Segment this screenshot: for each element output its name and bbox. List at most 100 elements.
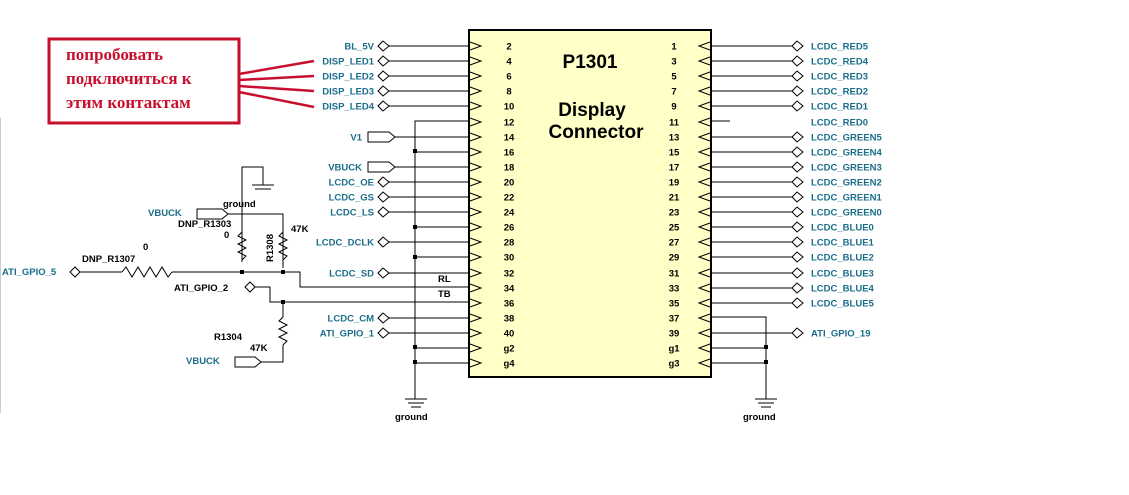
left-pin-arrow	[469, 41, 483, 51]
right-pin-number: 13	[669, 133, 680, 144]
left-net-label: LCDC_LS	[330, 208, 374, 219]
left-pin-number: 14	[504, 133, 515, 144]
left-pin-number: 30	[504, 253, 515, 264]
left-pin-arrow	[469, 101, 483, 111]
net-port	[791, 176, 804, 188]
r1308-value: 47K	[291, 224, 309, 235]
right-net-label: LCDC_BLUE2	[811, 253, 874, 264]
net-port	[377, 191, 390, 203]
left-pin-arrow	[469, 313, 483, 323]
net-port	[791, 206, 804, 218]
left-pin-number: 36	[504, 299, 515, 310]
left-pin-number: 40	[504, 329, 515, 340]
right-pin-number: 15	[669, 148, 680, 159]
net-port	[791, 297, 804, 309]
net-port	[791, 267, 804, 279]
right-pin-number: 31	[669, 269, 680, 280]
left-pin-group: 2BL_5V4DISP_LED16DISP_LED28DISP_LED310DI…	[316, 40, 515, 370]
left-pin-arrow	[469, 117, 483, 127]
ati-gpio-2-port	[244, 281, 256, 293]
ground-top-label: ground	[223, 199, 256, 210]
right-net-label: LCDC_BLUE4	[811, 284, 875, 295]
right-pin-number: 3	[671, 57, 676, 68]
left-pin-arrow	[469, 177, 483, 187]
right-pin-arrow	[697, 101, 711, 111]
dnp-r1307-label: DNP_R1307	[82, 254, 135, 265]
left-net-label: V1	[350, 133, 362, 144]
right-pin-number: 29	[669, 253, 680, 264]
left-pin-arrow	[469, 132, 483, 142]
ati-gpio-5-label: ATI_GPIO_5	[2, 267, 57, 278]
dnp-r1303-label: DNP_R1303	[178, 219, 231, 230]
net-port	[791, 161, 804, 173]
right-pin-number: 27	[669, 238, 680, 249]
left-pin-number: 8	[506, 87, 511, 98]
net-port	[377, 100, 390, 112]
left-pin-number: 24	[504, 208, 515, 219]
net-port	[377, 40, 390, 52]
note-line-3: этим контактам	[66, 93, 191, 112]
net-port	[377, 312, 390, 324]
vbuck-bottom-flag	[234, 356, 262, 368]
left-pin-arrow	[469, 222, 483, 232]
vbuck-top-flag	[196, 208, 229, 220]
right-pin-number: 7	[671, 87, 676, 98]
right-pin-number: g3	[668, 359, 679, 370]
r1303-value: 0	[224, 230, 229, 241]
net-port	[791, 236, 804, 248]
net-port	[377, 236, 390, 248]
net-port	[377, 176, 390, 188]
right-pin-number: 19	[669, 178, 680, 189]
right-pin-arrow	[697, 192, 711, 202]
ati-gpio-5-port	[69, 266, 81, 278]
net-port	[791, 100, 804, 112]
net-port	[791, 85, 804, 97]
right-net-label: LCDC_BLUE3	[811, 269, 874, 280]
net-port	[791, 282, 804, 294]
left-pin-number: 38	[504, 314, 515, 325]
right-pin-arrow	[697, 343, 711, 353]
left-net-label: LCDC_SD	[329, 269, 374, 280]
right-pin-arrow	[697, 41, 711, 51]
left-pin-number: 12	[504, 118, 515, 129]
net-port	[377, 327, 390, 339]
right-net-label: LCDC_BLUE0	[811, 223, 874, 234]
left-pin-arrow	[469, 268, 483, 278]
right-net-label: LCDC_GREEN4	[811, 148, 882, 159]
right-pin-number: g1	[668, 344, 680, 355]
right-net-label: LCDC_GREEN0	[811, 208, 882, 219]
right-net-label: LCDC_RED5	[811, 42, 869, 53]
right-pin-arrow	[697, 71, 711, 81]
r1307-zigzag	[121, 266, 173, 278]
connector-title-1: Display	[558, 100, 626, 121]
right-net-label: LCDC_GREEN2	[811, 178, 882, 189]
ati-gpio-2-label: ATI_GPIO_2	[174, 283, 228, 294]
right-pin-arrow	[697, 328, 711, 338]
connector-title-2: Connector	[549, 122, 645, 143]
vbuck-bottom-label: VBUCK	[186, 356, 220, 367]
left-pin-number: 10	[504, 102, 515, 113]
right-net-label: LCDC_RED2	[811, 87, 868, 98]
left-pin-arrow	[469, 56, 483, 66]
left-net-label: LCDC_CM	[328, 314, 375, 325]
right-pin-number: 5	[671, 72, 677, 83]
left-pin-number: 4	[506, 57, 512, 68]
left-pin-arrow	[469, 298, 483, 308]
right-pin-arrow	[697, 283, 711, 293]
right-pin-arrow	[697, 86, 711, 96]
right-pin-arrow	[697, 358, 711, 368]
net-port	[791, 251, 804, 263]
net-port	[791, 70, 804, 82]
left-pin-arrow	[469, 147, 483, 157]
right-net-label: LCDC_BLUE1	[811, 238, 875, 249]
net-port	[377, 55, 390, 67]
right-pin-arrow	[697, 207, 711, 217]
net-port	[791, 40, 804, 52]
tb-label: TB	[438, 289, 451, 300]
left-pin-arrow	[469, 252, 483, 262]
tb-wire	[255, 286, 469, 303]
left-net-label: LCDC_DCLK	[316, 238, 374, 249]
left-net-label: DISP_LED4	[322, 102, 374, 113]
left-pin-arrow	[469, 86, 483, 96]
